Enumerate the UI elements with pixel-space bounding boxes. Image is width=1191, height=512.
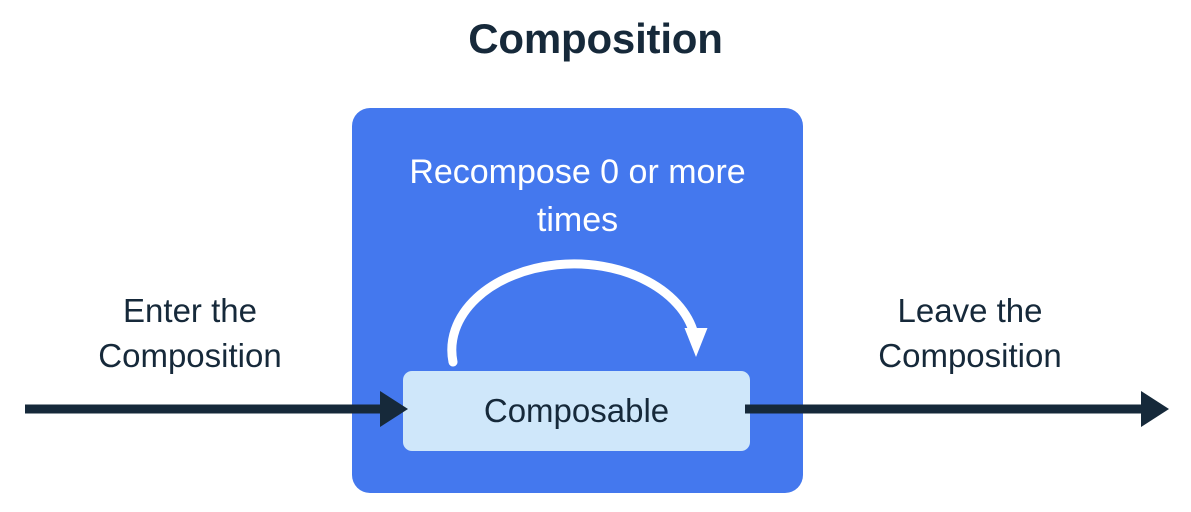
leave-flow-label: Leave the Composition <box>878 292 1062 374</box>
loop-arc-arrow-icon <box>447 259 708 367</box>
leave-flow-arrow-right-icon <box>745 391 1169 427</box>
composable-label: Composable <box>483 392 670 429</box>
recompose-loop-label: Recompose 0 or more times <box>409 153 746 239</box>
composable-node[interactable]: Composable <box>403 371 750 451</box>
enter-flow-arrow-right-icon <box>25 391 408 427</box>
enter-flow-label: Enter the Composition <box>98 292 282 374</box>
page-title: Composition <box>468 15 723 62</box>
